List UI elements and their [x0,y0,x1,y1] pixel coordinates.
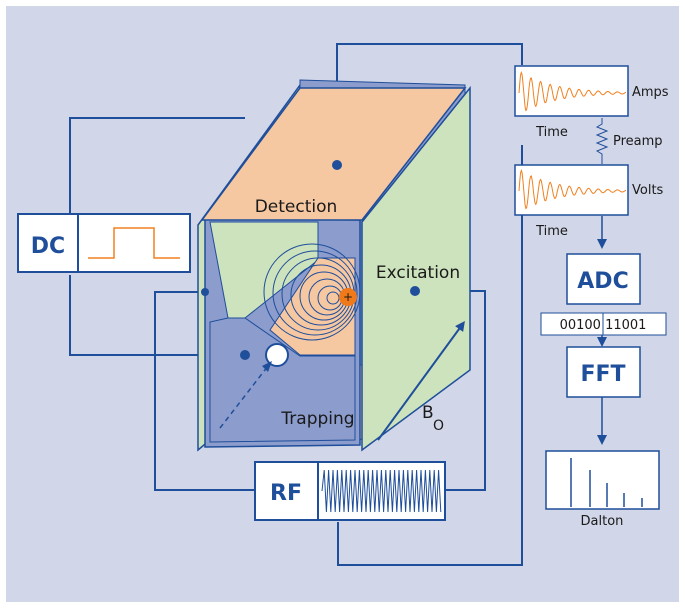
volts-decay-signal [518,168,627,210]
ion-orbit-spiral [263,243,361,341]
time-label-bottom: Time [535,224,568,239]
excitation-terminal [410,286,420,296]
volts-signal-block: Volts Time [514,164,664,239]
amps-decay-signal [518,70,627,112]
ion-charge-label: + [343,290,353,304]
spectrum-box [545,450,660,510]
ion-path [219,365,269,429]
rf-waveform [321,469,442,513]
fft-box [566,346,641,398]
dc-top-wire [69,117,245,240]
preamp-resistor [595,118,609,164]
adc-box [566,253,641,305]
amps-box [514,65,629,117]
b-field-arrow [377,320,465,441]
dc-terminal [240,350,250,360]
trapping-label: Trapping [280,409,354,429]
amps-signal-block: Amps Time [514,65,669,140]
dc-bottom-wire [69,275,245,356]
trapping-terminal [201,288,209,296]
ion-path-arrowhead [262,361,272,372]
trapping-wire [154,291,255,491]
fft-label: FFT [580,362,625,387]
detection-terminal [332,160,342,170]
rf-block: RF [254,461,446,521]
excitation-label: Excitation [376,263,460,283]
dc-block: DC [17,213,191,273]
dalton-label: Dalton [581,514,624,529]
adc-label: ADC [577,269,628,294]
dc-box [17,213,191,273]
b-field-subscript: O [433,418,444,434]
inner-trapping-face [209,317,356,443]
return-wire [337,145,523,566]
mass-spectrum-block: Dalton [545,450,660,529]
time-label-top: Time [535,125,568,140]
volts-label: Volts [632,183,664,198]
preamp-label: Preamp [613,134,663,149]
dc-pulse-waveform [88,227,180,259]
icr-cell: + Detection Excitation Trapping [197,79,471,452]
amps-label: Amps [632,85,669,100]
ion-particle [339,288,357,306]
top-detection-plate [200,87,467,221]
right-excitation-plate [361,85,471,452]
binary-output-label: 00100 11001 [560,318,647,333]
inner-excitation-face [209,221,319,319]
dc-label: DC [31,234,65,259]
detection-label: Detection [255,197,338,217]
b-field-label: B [422,403,434,423]
spectrum-peaks [570,458,643,507]
ion-entry-hole [265,343,289,367]
rf-label: RF [270,481,302,506]
